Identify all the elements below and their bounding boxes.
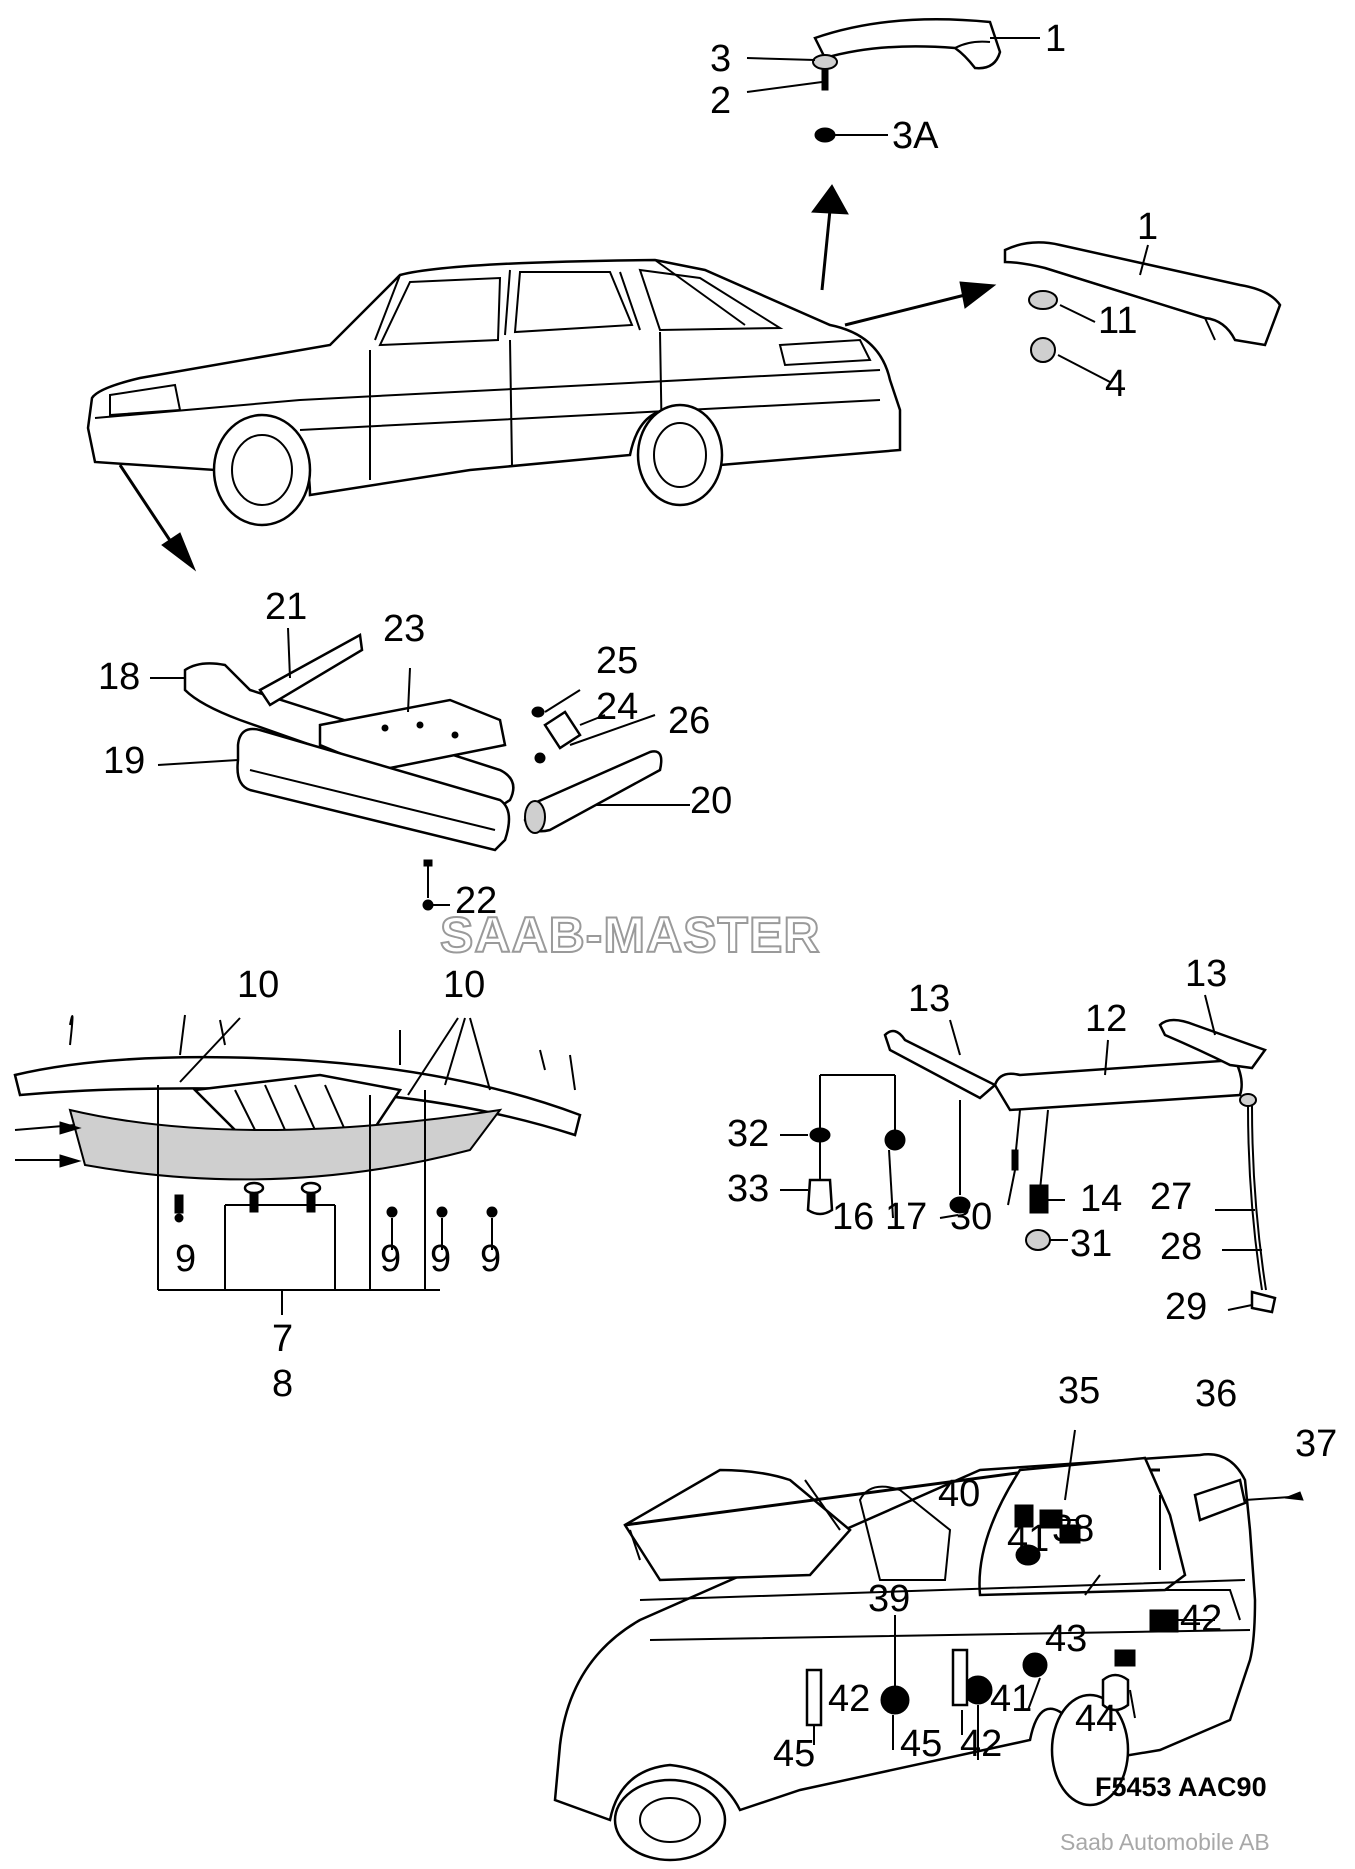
callout-3: 3 (710, 38, 732, 80)
rear-spoiler-small (746, 17, 1040, 143)
front-bumper-assembly (150, 627, 690, 911)
copyright: Saab Automobile AB (1060, 1829, 1270, 1855)
callout-12: 12 (1085, 998, 1128, 1040)
callout-39: 39 (868, 1578, 911, 1620)
callout-42-right: 42 (1180, 1598, 1223, 1640)
callout-29: 29 (1165, 1286, 1208, 1328)
callout-42-left: 42 (828, 1678, 871, 1720)
callout-27: 27 (1150, 1176, 1193, 1218)
callout-21: 21 (265, 586, 308, 628)
callout-7: 7 (272, 1318, 294, 1360)
callout-18: 18 (98, 656, 141, 698)
callout-8: 8 (272, 1363, 294, 1405)
callout-11: 11 (1098, 300, 1138, 342)
callout-24: 24 (596, 686, 639, 728)
callout-9-c: 9 (430, 1238, 452, 1280)
callout-9-a: 9 (175, 1238, 197, 1280)
callout-31: 31 (1070, 1223, 1113, 1265)
saab-900-sedan (86, 258, 902, 527)
callout-37: 37 (1295, 1423, 1338, 1465)
callout-13-left: 13 (908, 978, 951, 1020)
callout-45-right: 45 (900, 1723, 943, 1765)
callout-25: 25 (596, 640, 639, 682)
callout-40: 40 (938, 1473, 981, 1515)
rear-bumper-assembly (13, 1014, 582, 1315)
pointer-arrows (118, 184, 997, 572)
callout-33: 33 (727, 1168, 770, 1210)
callout-9-b: 9 (380, 1238, 402, 1280)
callout-13-right: 13 (1185, 953, 1228, 995)
callout-38: 38 (1052, 1508, 1095, 1550)
callout-2: 2 (710, 80, 732, 122)
watermark: SAAB-MASTER (439, 906, 821, 964)
callout-3a: 3A (892, 115, 939, 157)
callout-10-left: 10 (237, 964, 280, 1006)
callout-41-bottom: 41 (990, 1678, 1033, 1720)
callout-19: 19 (103, 740, 146, 782)
figure-code: F5453 AAC90 (1095, 1772, 1267, 1802)
callout-17: 17 (885, 1196, 928, 1238)
callout-30: 30 (950, 1196, 993, 1238)
saab-900-convertible (553, 1429, 1304, 1862)
callout-1-top: 1 (1045, 18, 1067, 60)
callout-1-right: 1 (1137, 206, 1159, 248)
callout-26: 26 (668, 700, 711, 742)
rear-spoiler-large (1003, 241, 1282, 383)
callout-4: 4 (1105, 363, 1127, 405)
callout-36: 36 (1195, 1373, 1238, 1415)
callout-20: 20 (690, 780, 733, 822)
callout-16: 16 (832, 1196, 875, 1238)
callout-41-top: 41 (1007, 1518, 1050, 1560)
callout-28: 28 (1160, 1226, 1203, 1268)
callout-32: 32 (727, 1113, 770, 1155)
callout-10-right: 10 (443, 964, 486, 1006)
callout-42-bottom: 42 (960, 1723, 1003, 1765)
callout-14: 14 (1080, 1178, 1123, 1220)
callout-45-left: 45 (773, 1733, 816, 1775)
callout-22: 22 (455, 880, 498, 922)
rear-spoiler-assembly (780, 994, 1277, 1314)
callout-35: 35 (1058, 1370, 1101, 1412)
callout-9-d: 9 (480, 1238, 502, 1280)
callout-43: 43 (1045, 1618, 1088, 1660)
callout-23: 23 (383, 608, 426, 650)
callout-44: 44 (1075, 1698, 1118, 1740)
